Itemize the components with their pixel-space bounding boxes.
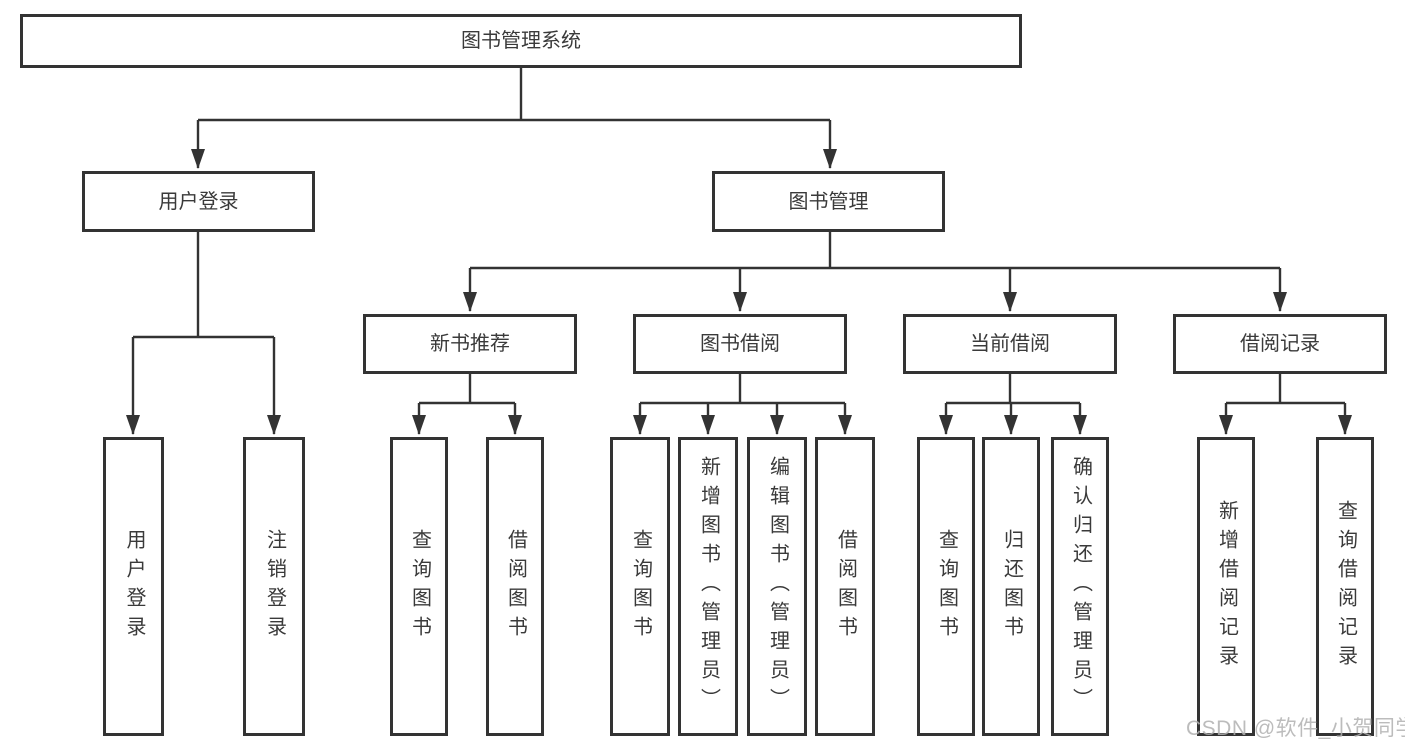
leaf-add-books-admin: 新增图书（管理员）	[678, 437, 738, 736]
node-book-management: 图书管理	[712, 171, 945, 232]
connector-book-borrowing-to-leaves	[633, 374, 852, 435]
leaf-query-borrow-record: 查询借阅记录	[1316, 437, 1374, 736]
node-book-borrowing: 图书借阅	[633, 314, 847, 374]
connector-new-book-to-leaves	[412, 374, 522, 435]
leaf-query-books-current: 查询图书	[917, 437, 975, 736]
leaf-query-books-borrowing: 查询图书	[610, 437, 670, 736]
leaf-label: 查询图书	[629, 528, 652, 645]
leaf-label: 编辑图书（管理员）	[766, 456, 789, 717]
leaf-label: 查询图书	[935, 528, 958, 645]
node-label: 图书管理	[788, 190, 869, 213]
leaf-label: 确认归还（管理员）	[1069, 456, 1092, 717]
leaf-label: 查询图书	[408, 528, 431, 645]
node-library-management-system: 图书管理系统	[20, 14, 1022, 68]
node-label: 图书管理系统	[461, 30, 581, 52]
node-new-book-recommend: 新书推荐	[363, 314, 577, 374]
leaf-borrow-books-recommend: 借阅图书	[486, 437, 544, 736]
node-label: 新书推荐	[430, 333, 510, 355]
leaf-label: 查询借阅记录	[1334, 499, 1357, 674]
leaf-label: 借阅图书	[504, 528, 527, 645]
leaf-logout: 注销登录	[243, 437, 305, 736]
node-label: 用户登录	[158, 190, 239, 213]
leaf-label: 归还图书	[1000, 528, 1023, 645]
leaf-label: 用户登录	[123, 528, 145, 645]
leaf-edit-books-admin: 编辑图书（管理员）	[747, 437, 807, 736]
leaf-add-borrow-record: 新增借阅记录	[1197, 437, 1255, 736]
node-label: 当前借阅	[970, 333, 1050, 355]
leaf-borrow-books: 借阅图书	[815, 437, 875, 736]
leaf-return-books: 归还图书	[982, 437, 1040, 736]
node-current-borrowing: 当前借阅	[903, 314, 1117, 374]
leaf-label: 借阅图书	[834, 528, 857, 645]
connector-book-management-to-level3	[463, 232, 1287, 312]
connector-root-to-level2	[191, 68, 837, 169]
connector-user-login-to-leaves	[126, 232, 281, 435]
leaf-query-books-recommend: 查询图书	[390, 437, 448, 736]
connector-borrowing-records-to-leaves	[1219, 374, 1352, 435]
leaf-label: 新增借阅记录	[1215, 499, 1238, 674]
leaf-label: 新增图书（管理员）	[697, 456, 720, 717]
node-borrowing-records: 借阅记录	[1173, 314, 1387, 374]
leaf-label: 注销登录	[263, 528, 286, 645]
leaf-user-login: 用户登录	[103, 437, 164, 736]
node-label: 借阅记录	[1240, 333, 1320, 355]
node-label: 图书借阅	[700, 333, 780, 355]
connector-current-borrowing-to-leaves	[939, 374, 1087, 435]
node-user-login: 用户登录	[82, 171, 315, 232]
watermark-text: CSDN @软件_小贺同学	[1186, 717, 1405, 740]
leaf-confirm-return-admin: 确认归还（管理员）	[1051, 437, 1109, 736]
